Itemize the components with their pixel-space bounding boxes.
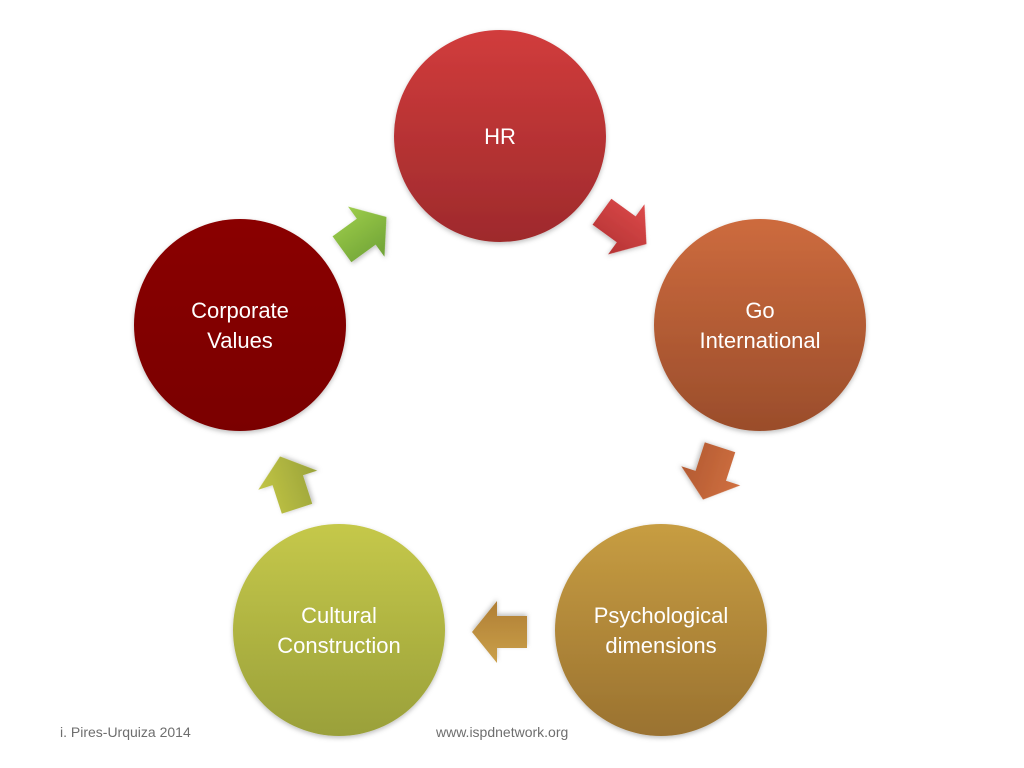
node-label-line: Construction	[277, 633, 401, 658]
node-label-line: Go	[745, 298, 774, 323]
node-circle	[233, 524, 445, 736]
arrow-shape	[681, 442, 741, 500]
node-circle	[394, 30, 606, 242]
node-label-line: International	[699, 328, 820, 353]
arrow-shape	[592, 198, 647, 255]
arrow-cultural-to-corporate	[258, 456, 318, 514]
node-label-line: Cultural	[301, 603, 377, 628]
arrow-corporate-to-hr	[332, 206, 387, 263]
node-psychological-dimensions: Psychological dimensions	[555, 524, 767, 736]
node-circle	[654, 219, 866, 431]
footer-credit: i. Pires-Urquiza 2014	[60, 724, 191, 740]
node-label: Psychological dimensions	[594, 603, 729, 658]
node-label-line: dimensions	[605, 633, 716, 658]
arrow-psychological-to-cultural	[472, 601, 527, 663]
node-label-line: HR	[484, 124, 516, 149]
arrow-go-international-to-psychological	[681, 442, 741, 500]
arrow-shape	[472, 601, 527, 663]
node-circle	[555, 524, 767, 736]
node-label: HR	[484, 124, 516, 149]
arrow-shape	[332, 206, 387, 263]
node-label-line: Values	[207, 328, 273, 353]
node-hr: HR	[394, 30, 606, 242]
node-label-line: Psychological	[594, 603, 729, 628]
node-circle	[134, 219, 346, 431]
arrows-layer	[258, 198, 741, 663]
footer-website: www.ispdnetwork.org	[436, 724, 569, 740]
arrow-hr-to-go-international	[592, 198, 647, 255]
node-label-line: Corporate	[191, 298, 289, 323]
arrow-shape	[258, 456, 318, 514]
